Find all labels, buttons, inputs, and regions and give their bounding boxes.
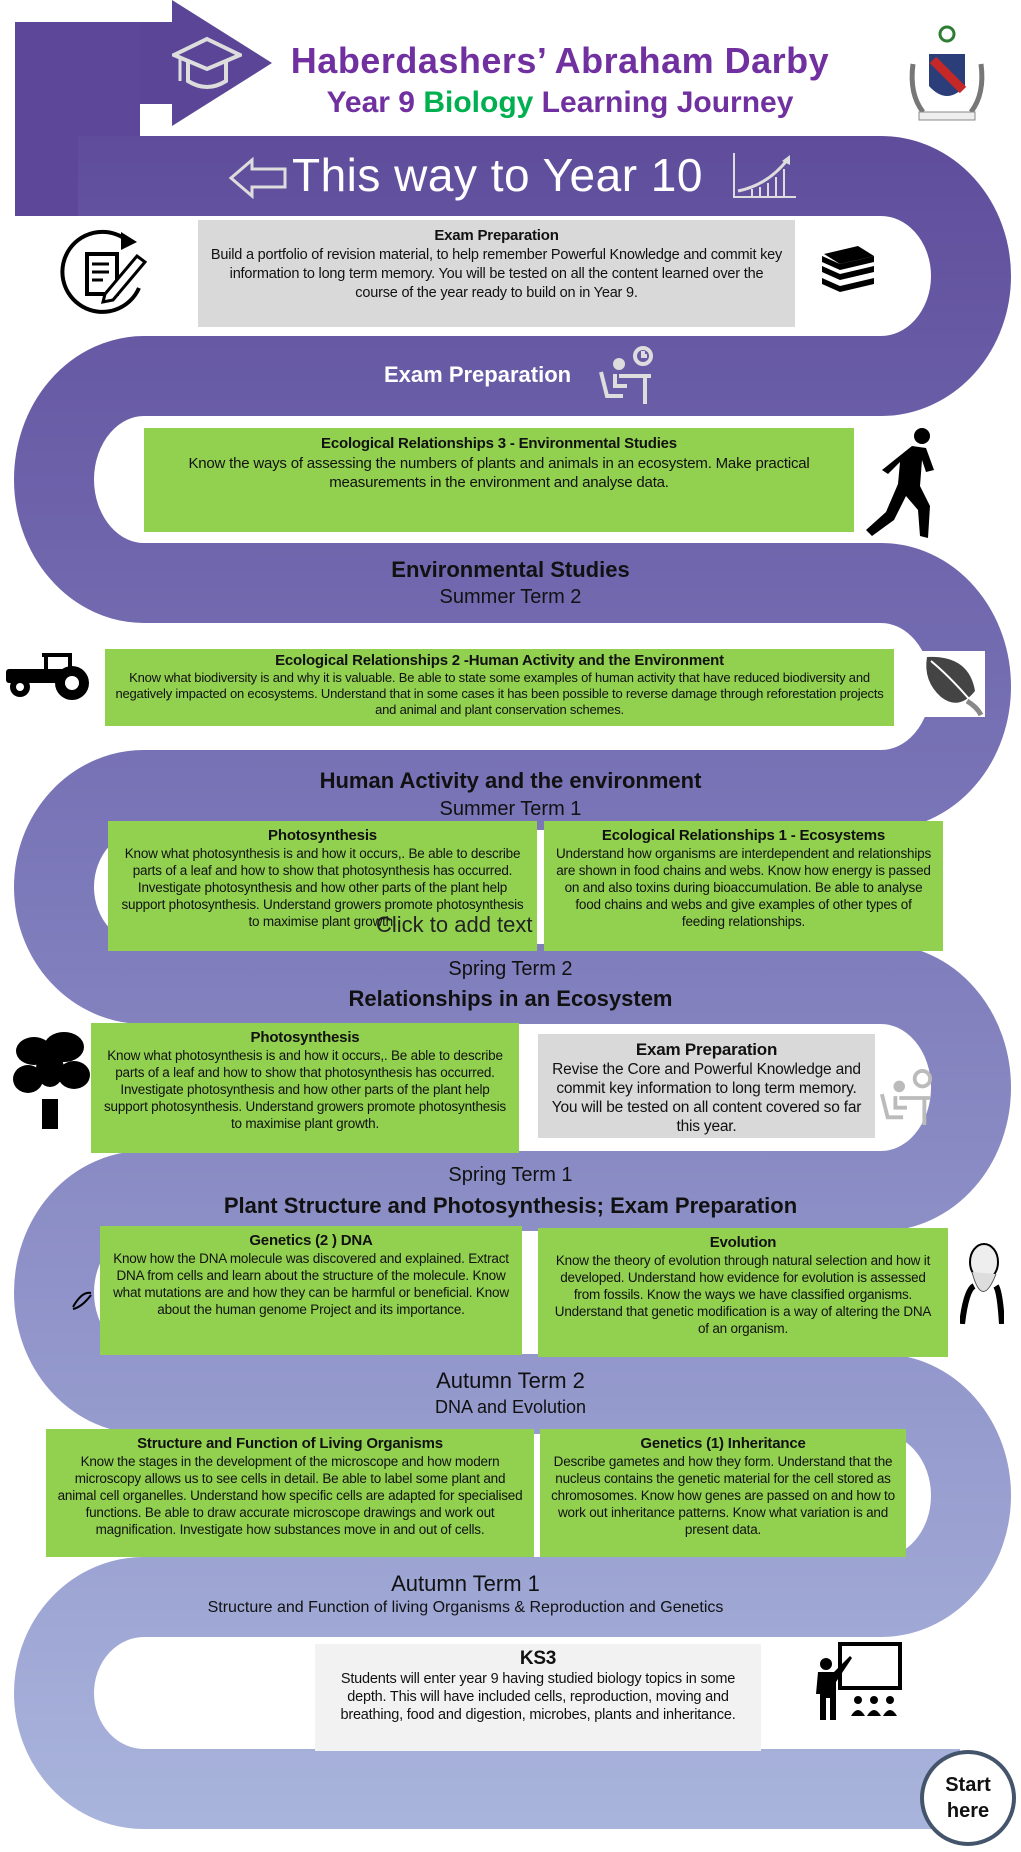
card-body: Know the theory of evolution through nat… (554, 1253, 932, 1336)
card-title: KS3 (519, 1648, 557, 1669)
darwin-portrait-icon (960, 1240, 1004, 1324)
exam-preparation-spring-card: Exam Preparation Revise the Core and Pow… (538, 1034, 875, 1138)
journey-subtitle: Year 9 Biology Learning Journey (250, 86, 870, 120)
click-to-add-text-placeholder[interactable]: Click to add text (376, 912, 533, 937)
teacher-icon (816, 1642, 902, 1720)
autumn-term-2-label: Autumn Term 2 (436, 1368, 585, 1393)
photosynthesis-card-spring: Photosynthesis Know what photosynthesis … (91, 1023, 519, 1153)
exam-desk-icon (879, 1069, 933, 1126)
autumn-term-1-label: Autumn Term 1 (391, 1571, 540, 1596)
leaf-icon (919, 651, 985, 717)
ks3-card: KS3 Students will enter year 9 having st… (315, 1644, 761, 1751)
card-title: Genetics (2 ) DNA (249, 1232, 373, 1249)
road-path (14, 136, 1011, 1829)
card-title: Ecological Relationships 3 - Environment… (321, 435, 677, 452)
exam-desk-icon (599, 346, 653, 404)
card-body: Know how the DNA molecule was discovered… (113, 1251, 509, 1317)
school-title: Haberdashers’ Abraham Darby (290, 40, 830, 81)
card-title: Genetics (1) Inheritance (640, 1435, 806, 1452)
spring-term-2-heading: Relationships in an Ecosystem (348, 986, 673, 1011)
card-body: Describe gametes and how they form. Unde… (551, 1454, 895, 1537)
card-title: Structure and Function of Living Organis… (137, 1435, 443, 1452)
genetics-1-inheritance-card: Genetics (1) Inheritance Describe gamete… (540, 1429, 906, 1557)
dna-icon (72, 1291, 92, 1310)
card-body: Know the ways of assessing the numbers o… (188, 455, 810, 491)
card-body: Build a portfolio of revision material, … (210, 247, 783, 301)
evolution-card: Evolution Know the theory of evolution t… (538, 1228, 948, 1357)
plant-icon (13, 1032, 90, 1129)
autumn-term-1-heading: Structure and Function of living Organis… (207, 1599, 724, 1616)
card-title: Evolution (709, 1234, 777, 1251)
card-body: Know the stages in the development of th… (57, 1454, 523, 1537)
next-year-label: This way to Year 10 (292, 149, 703, 201)
subtitle-suffix: Learning Journey (533, 86, 794, 119)
spring-term-1-label: Spring Term 1 (448, 1164, 573, 1186)
books-icon (822, 246, 874, 292)
card-title: Photosynthesis (250, 1029, 360, 1046)
spring-term-2-label: Spring Term 2 (448, 958, 573, 980)
card-title: Photosynthesis (268, 827, 377, 844)
card-body: Know what biodiversity is and why it is … (115, 670, 884, 717)
graduation-cap-icon (172, 36, 242, 89)
card-body: Understand how organisms are interdepend… (555, 846, 932, 929)
growth-chart-icon (733, 153, 796, 198)
start-line-1: Start (945, 1774, 991, 1796)
exam-preparation-final-card: Exam Preparation Build a portfolio of re… (198, 220, 795, 327)
card-body: Know what photosynthesis is and how it o… (104, 1048, 506, 1131)
ecological-relationships-1-card: Ecological Relationships 1 - Ecosystems … (544, 821, 943, 951)
summer-term-2-heading: Environmental Studies (391, 557, 630, 582)
start-here-marker: Start here (920, 1750, 1016, 1846)
card-title: Exam Preparation (434, 227, 559, 244)
runner-icon (866, 428, 934, 538)
ecological-relationships-2-card: Ecological Relationships 2 -Human Activi… (105, 649, 894, 726)
card-title: Ecological Relationships 1 - Ecosystems (601, 827, 886, 844)
subtitle-subject: Biology (423, 86, 534, 119)
card-body: Students will enter year 9 having studie… (340, 1671, 736, 1723)
arrow-left-icon (228, 157, 287, 199)
school-crest-icon (909, 25, 985, 121)
card-title: Ecological Relationships 2 -Human Activi… (275, 652, 724, 669)
card-title: Exam Preparation (635, 1040, 778, 1059)
summer-term-1-label: Summer Term 1 (439, 798, 582, 820)
card-body: Know what photosynthesis is and how it o… (121, 846, 524, 929)
autumn-term-2-heading: DNA and Evolution (434, 1397, 587, 1417)
photosynthesis-card: Photosynthesis Know what photosynthesis … (108, 821, 537, 951)
tractor-icon (6, 653, 89, 700)
subtitle-prefix: Year 9 (326, 86, 424, 119)
summer-term-1-heading: Human Activity and the environment (319, 768, 702, 793)
summer-term-2-label: Summer Term 2 (439, 586, 582, 608)
genetics-2-dna-card: Genetics (2 ) DNA Know how the DNA molec… (100, 1226, 522, 1355)
structure-function-card: Structure and Function of Living Organis… (46, 1429, 534, 1557)
exam-preparation-band-label: Exam Preparation (384, 362, 572, 387)
spring-term-1-heading: Plant Structure and Photosynthesis; Exam… (223, 1193, 798, 1218)
card-body: Revise the Core and Powerful Knowledge a… (551, 1061, 862, 1135)
revision-document-icon (60, 229, 148, 314)
start-line-2: here (946, 1800, 990, 1822)
ecological-relationships-3-card: Ecological Relationships 3 - Environment… (144, 428, 854, 532)
